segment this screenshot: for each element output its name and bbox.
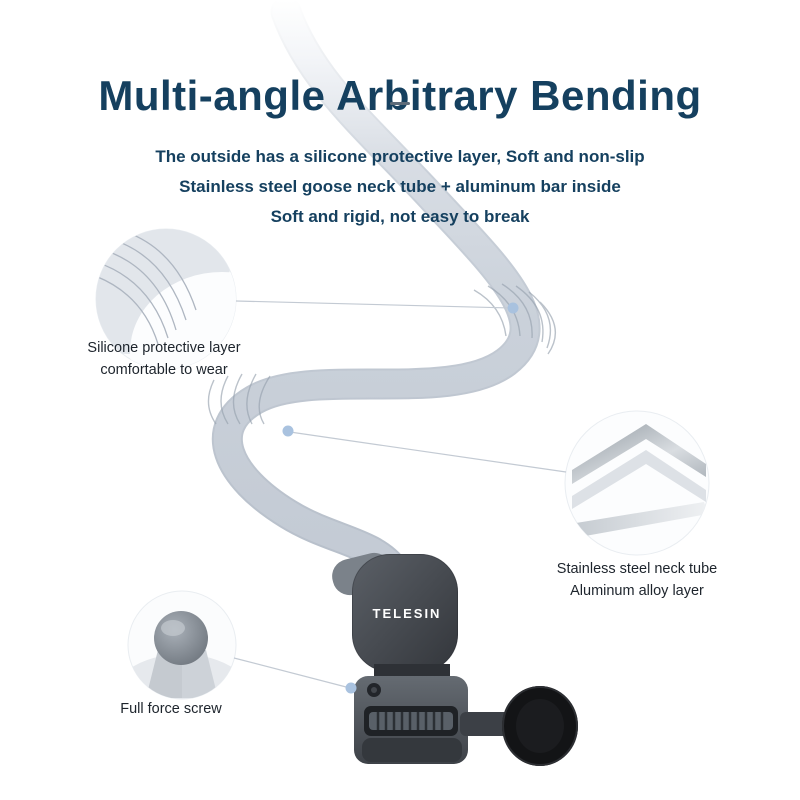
subtitle-line-1: The outside has a silicone protective la… (155, 147, 645, 166)
callout-label-metal: Stainless steel neck tube Aluminum alloy… (528, 558, 746, 602)
subtitle-line-2: Stainless steel goose neck tube + alumin… (179, 177, 621, 196)
connector-lines (233, 300, 567, 689)
mount-knob (460, 686, 578, 766)
mount-body (332, 552, 458, 686)
callout-label-silicone: Silicone protective layer comfortable to… (58, 337, 270, 381)
callout-label-silicone-line2: comfortable to wear (100, 362, 228, 378)
page-title: Multi-angle Arbitrary Bending (98, 72, 702, 120)
callout-label-metal-line2: Aluminum alloy layer (570, 583, 704, 599)
callout-label-screw-line1: Full force screw (120, 701, 222, 717)
brand-label: TELESIN (372, 606, 442, 621)
callout-label-silicone-line1: Silicone protective layer (87, 340, 241, 356)
tube-ribs (207, 283, 557, 425)
callout-circle-metal (564, 410, 710, 556)
callout-label-metal-line1: Stainless steel neck tube (556, 561, 718, 577)
subtitle-line-3: Soft and rigid, not easy to break (270, 207, 530, 226)
gooseneck-tube (211, 0, 541, 586)
connector-dots (282, 302, 519, 694)
callout-label-screw: Full force screw (76, 698, 266, 720)
title-divider (390, 102, 410, 105)
subtitle: The outside has a silicone protective la… (0, 142, 800, 232)
mount-plate (354, 676, 468, 764)
callout-circle-screw (127, 590, 237, 700)
